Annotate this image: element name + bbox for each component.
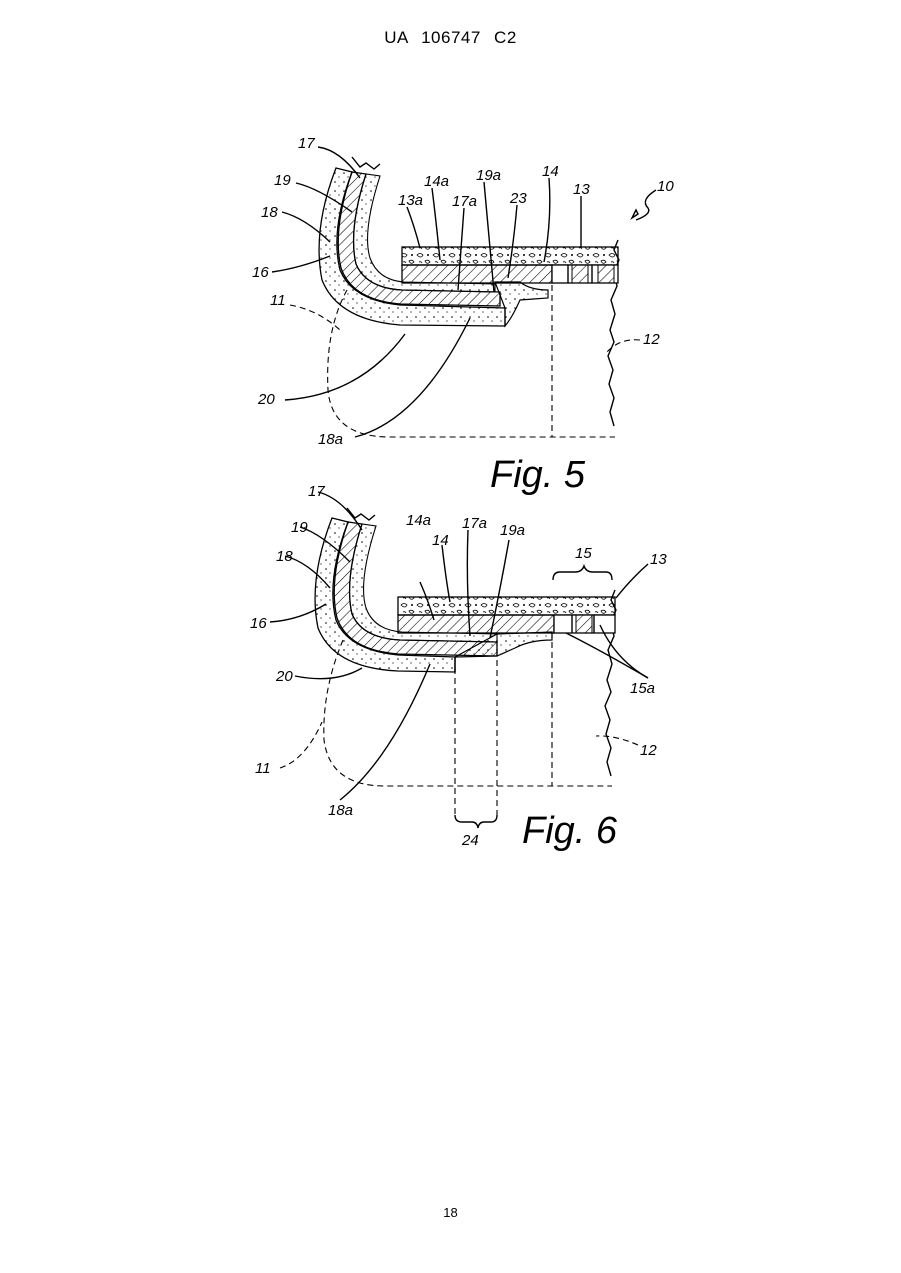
- label-14: 14: [542, 163, 559, 180]
- label-11: 11: [270, 292, 286, 309]
- label-16: 16: [250, 615, 267, 632]
- label-19a: 19a: [476, 167, 501, 184]
- label-24: 24: [461, 832, 479, 849]
- label-20: 20: [275, 668, 293, 685]
- label-17: 17: [308, 483, 325, 500]
- label-18: 18: [261, 204, 278, 221]
- label-14a: 14a: [406, 512, 431, 529]
- label-19: 19: [274, 172, 291, 189]
- label-16: 16: [252, 264, 269, 281]
- figure-6: 17 19 18 16 20 11 14a 14 17a 19a 15 13 1…: [250, 483, 667, 852]
- page-number: 18: [0, 1205, 901, 1220]
- label-14: 14: [432, 532, 449, 549]
- label-13a: 13a: [398, 192, 423, 209]
- label-13: 13: [573, 181, 590, 198]
- label-14a: 14a: [424, 173, 449, 190]
- label-23: 23: [509, 190, 527, 207]
- plate-14: [398, 615, 554, 633]
- label-11: 11: [255, 760, 271, 777]
- label-19: 19: [291, 519, 308, 536]
- label-18a: 18a: [328, 802, 353, 819]
- label-18: 18: [276, 548, 293, 565]
- figure-5-caption: Fig. 5: [490, 454, 586, 496]
- figure-5: 17 19 18 16 11 13a 14a 17a 19a 23 14 13 …: [252, 135, 674, 496]
- torn-edge: [352, 157, 380, 169]
- brace-15: [553, 566, 612, 580]
- label-10: 10: [657, 178, 674, 195]
- figure-6-caption: Fig. 6: [522, 810, 618, 852]
- label-20: 20: [257, 391, 275, 408]
- label-12: 12: [643, 331, 660, 348]
- label-17a: 17a: [452, 193, 477, 210]
- plate-13: [398, 597, 615, 615]
- brace-24: [455, 815, 497, 828]
- plate-14: [402, 265, 552, 283]
- label-15: 15: [575, 545, 592, 562]
- label-12: 12: [640, 742, 657, 759]
- label-17: 17: [298, 135, 315, 152]
- label-17a: 17a: [462, 515, 487, 532]
- label-19a: 19a: [500, 522, 525, 539]
- label-18a: 18a: [318, 431, 343, 448]
- label-13: 13: [650, 551, 667, 568]
- label-15a: 15a: [630, 680, 655, 697]
